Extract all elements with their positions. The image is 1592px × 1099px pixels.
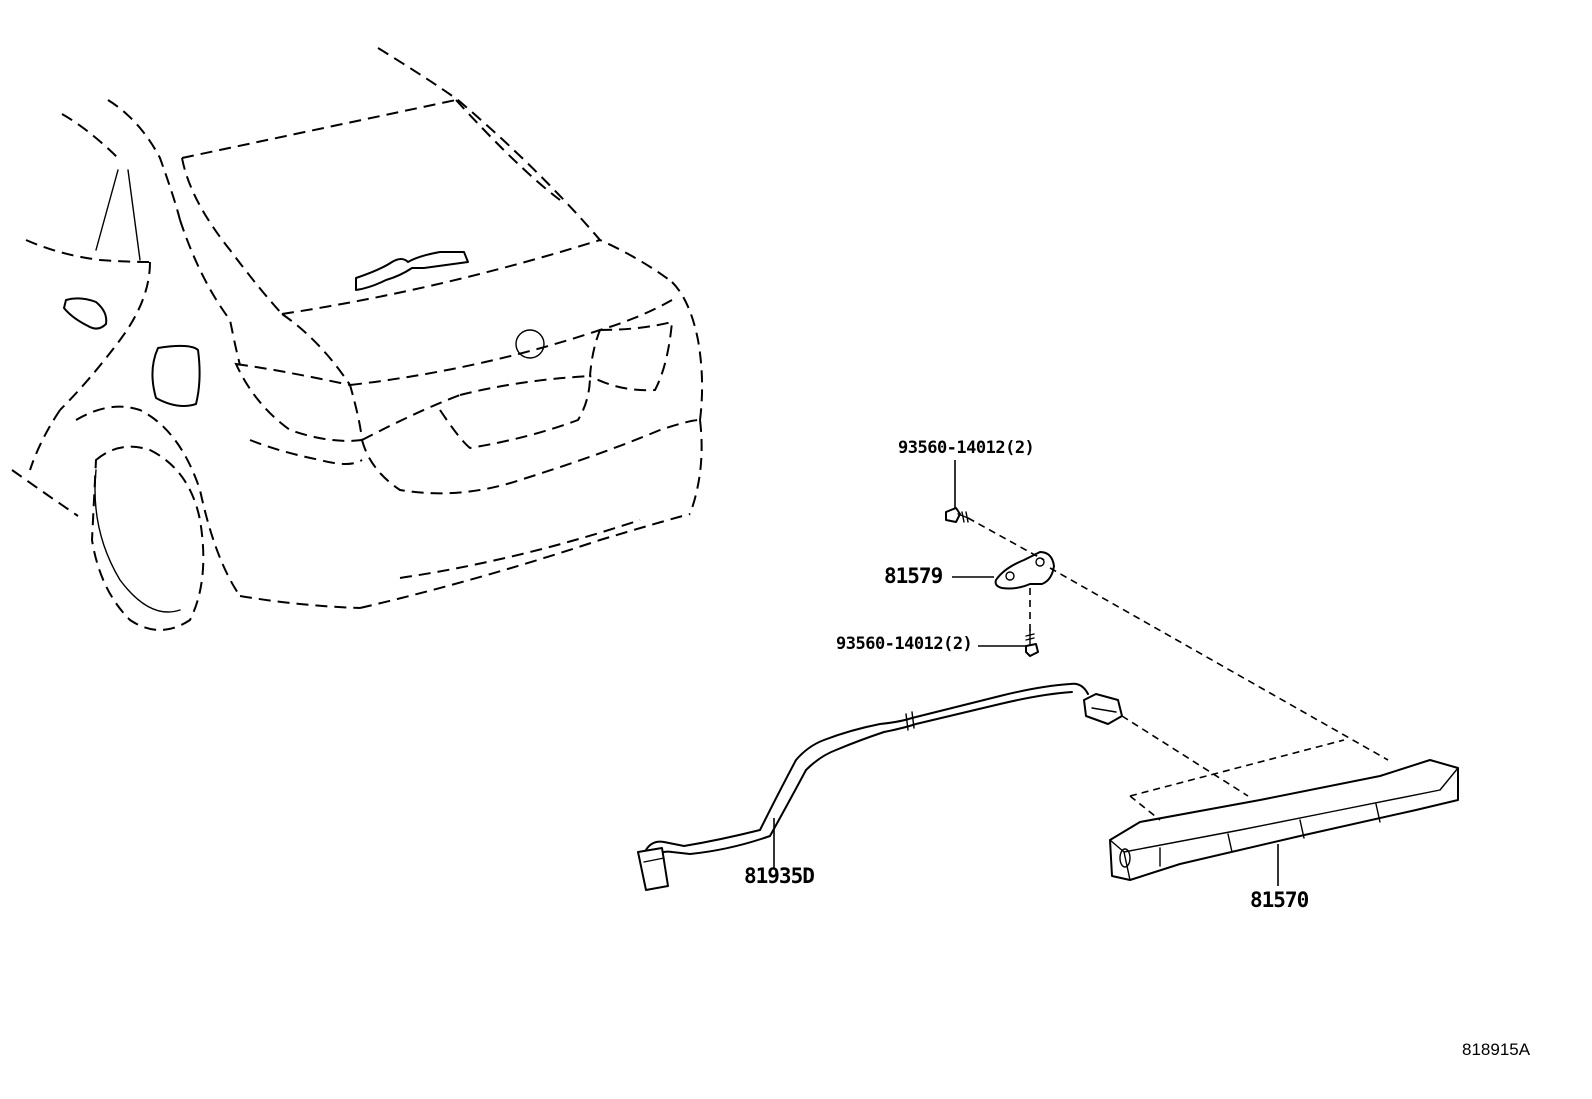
callout-screw-upper: 93560-14012(2) [898, 438, 1035, 458]
bracket-part [952, 551, 1055, 590]
car-body-illustration [11, 47, 704, 631]
callout-stop-lamp: 81570 [1250, 888, 1309, 912]
stop-lamp-part [1109, 759, 1459, 886]
callout-bracket: 81579 [884, 564, 943, 588]
callout-wire-harness: 81935D [744, 864, 815, 888]
wire-harness-part [637, 682, 1123, 891]
screw-lower-part [978, 629, 1039, 657]
callout-screw-lower: 93560-14012(2) [836, 634, 973, 654]
assembly-dashed-lines [967, 517, 1389, 821]
figure-id: 818915A [1462, 1040, 1531, 1059]
screw-upper-part [945, 460, 969, 523]
